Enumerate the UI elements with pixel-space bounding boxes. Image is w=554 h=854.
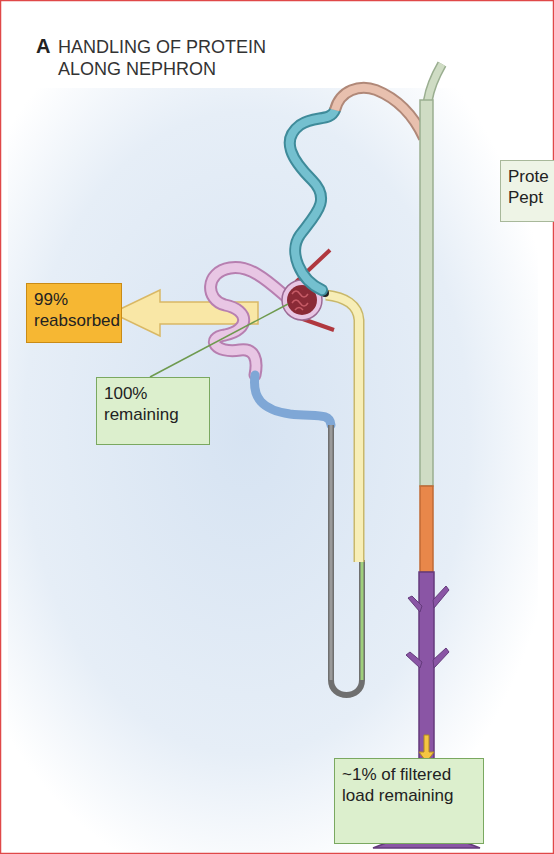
cropped-legend-box: Prote Pept	[500, 160, 554, 222]
outer-medullary-collecting-duct	[420, 486, 433, 572]
leader-line	[150, 304, 288, 377]
proximal-tubule-outline	[211, 268, 290, 375]
distal-tubule-outline	[290, 110, 335, 290]
reabsorption-box: 99% reabsorbed	[26, 283, 122, 343]
ascending-thin-limb	[361, 560, 364, 680]
thick-ascending-limb-outline	[326, 295, 359, 562]
distal-tubule	[290, 110, 335, 290]
cortical-collecting-duct	[420, 100, 433, 486]
diagram-title: HANDLING OF PROTEIN ALONG NEPHRON	[58, 36, 288, 80]
descending-thin-limb	[330, 425, 333, 680]
box-text: 99% reabsorbed	[34, 289, 114, 331]
thick-ascending-limb	[326, 295, 359, 562]
connecting-tubule-outline	[335, 88, 424, 138]
connecting-tubule	[335, 88, 424, 138]
box-text: 100% remaining	[104, 383, 202, 425]
panel-letter: A	[36, 35, 50, 58]
excreted-load-box: ~1% of filtered load remaining	[334, 758, 484, 844]
proximal-straight-tubule	[254, 375, 331, 425]
background-panel	[8, 88, 538, 854]
box-text: Prote Pept	[508, 166, 554, 208]
box-text: ~1% of filtered load remaining	[342, 764, 476, 806]
filtered-load-box: 100% remaining	[96, 377, 210, 445]
duct-branches	[406, 586, 449, 668]
proximal-tubule	[211, 268, 290, 375]
capillary-texture	[292, 291, 308, 310]
